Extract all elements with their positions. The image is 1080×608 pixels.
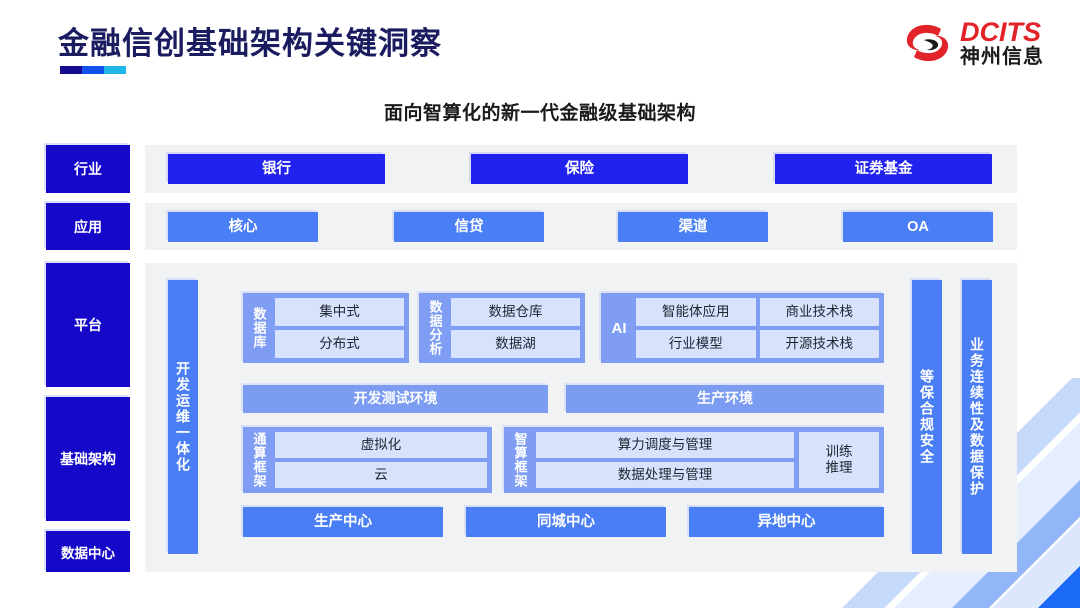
intelligent-item-train-infer[interactable]: 训练 推理 xyxy=(799,432,879,488)
industry-chip-securities[interactable]: 证券基金 xyxy=(775,154,992,184)
group-analytics: 数据分析 数据仓库 数据湖 xyxy=(419,293,585,363)
vertical-bar-compliance: 等保合规安全 xyxy=(912,280,942,554)
industry-chip-insurance[interactable]: 保险 xyxy=(471,154,688,184)
dc-chip-production[interactable]: 生产中心 xyxy=(243,507,443,537)
ai-item-opensource-stack[interactable]: 开源技术栈 xyxy=(759,330,879,358)
ai-item-industry-model[interactable]: 行业模型 xyxy=(636,330,756,358)
page-subtitle: 面向智算化的新一代金融级基础架构 xyxy=(383,103,696,124)
app-chip-core[interactable]: 核心 xyxy=(168,212,318,242)
logo-en-text: DCITS xyxy=(960,17,1041,48)
group-analytics-label: 数据分析 xyxy=(427,300,443,356)
rail-label-application: 应用 xyxy=(46,203,130,250)
group-general-compute-label: 通算框架 xyxy=(251,432,267,488)
general-item-virtualization[interactable]: 虚拟化 xyxy=(275,432,487,458)
general-item-cloud[interactable]: 云 xyxy=(275,462,487,488)
rail-label-infrastructure: 基础架构 xyxy=(46,397,130,521)
group-database-label: 数据库 xyxy=(251,307,267,349)
env-chip-devtest[interactable]: 开发测试环境 xyxy=(243,385,548,413)
intelligent-item-compute-scheduling[interactable]: 算力调度与管理 xyxy=(536,432,794,458)
rail-label-platform: 平台 xyxy=(46,263,130,387)
title-accent-bar xyxy=(60,66,126,74)
group-general-compute: 通算框架 虚拟化 云 xyxy=(243,427,492,493)
page-title: 金融信创基础架构关键洞察 xyxy=(58,26,442,61)
dc-chip-same-city[interactable]: 同城中心 xyxy=(466,507,666,537)
intelligent-item-data-processing[interactable]: 数据处理与管理 xyxy=(536,462,794,488)
vertical-bar-devops: 开发运维一体化 xyxy=(168,280,198,554)
group-ai-label: AI xyxy=(611,319,627,337)
analytics-item-lake[interactable]: 数据湖 xyxy=(451,330,580,358)
dcits-swoosh-icon xyxy=(906,24,949,62)
vertical-bar-continuity: 业务连续性及数据保护 xyxy=(962,280,992,554)
industry-chip-bank[interactable]: 银行 xyxy=(168,154,385,184)
env-chip-production[interactable]: 生产环境 xyxy=(566,385,884,413)
dc-chip-remote[interactable]: 异地中心 xyxy=(689,507,884,537)
dcits-logo: DCITS 神州信息 xyxy=(902,18,1044,68)
app-chip-credit[interactable]: 信贷 xyxy=(394,212,544,242)
ai-item-agent-app[interactable]: 智能体应用 xyxy=(636,298,756,326)
group-ai: AI 智能体应用 商业技术栈 行业模型 开源技术栈 xyxy=(601,293,884,363)
logo-cn-text: 神州信息 xyxy=(960,45,1044,68)
group-intelligent-compute-label: 智算框架 xyxy=(512,432,528,488)
ai-item-commercial-stack[interactable]: 商业技术栈 xyxy=(759,298,879,326)
analytics-item-warehouse[interactable]: 数据仓库 xyxy=(451,298,580,326)
group-database: 数据库 集中式 分布式 xyxy=(243,293,409,363)
rail-label-datacenter: 数据中心 xyxy=(46,531,130,572)
rail-label-industry: 行业 xyxy=(46,145,130,193)
app-chip-channel[interactable]: 渠道 xyxy=(618,212,768,242)
group-intelligent-compute: 智算框架 算力调度与管理 数据处理与管理 训练 推理 xyxy=(504,427,884,493)
app-chip-oa[interactable]: OA xyxy=(843,212,993,242)
database-item-distributed[interactable]: 分布式 xyxy=(275,330,404,358)
database-item-centralized[interactable]: 集中式 xyxy=(275,298,404,326)
